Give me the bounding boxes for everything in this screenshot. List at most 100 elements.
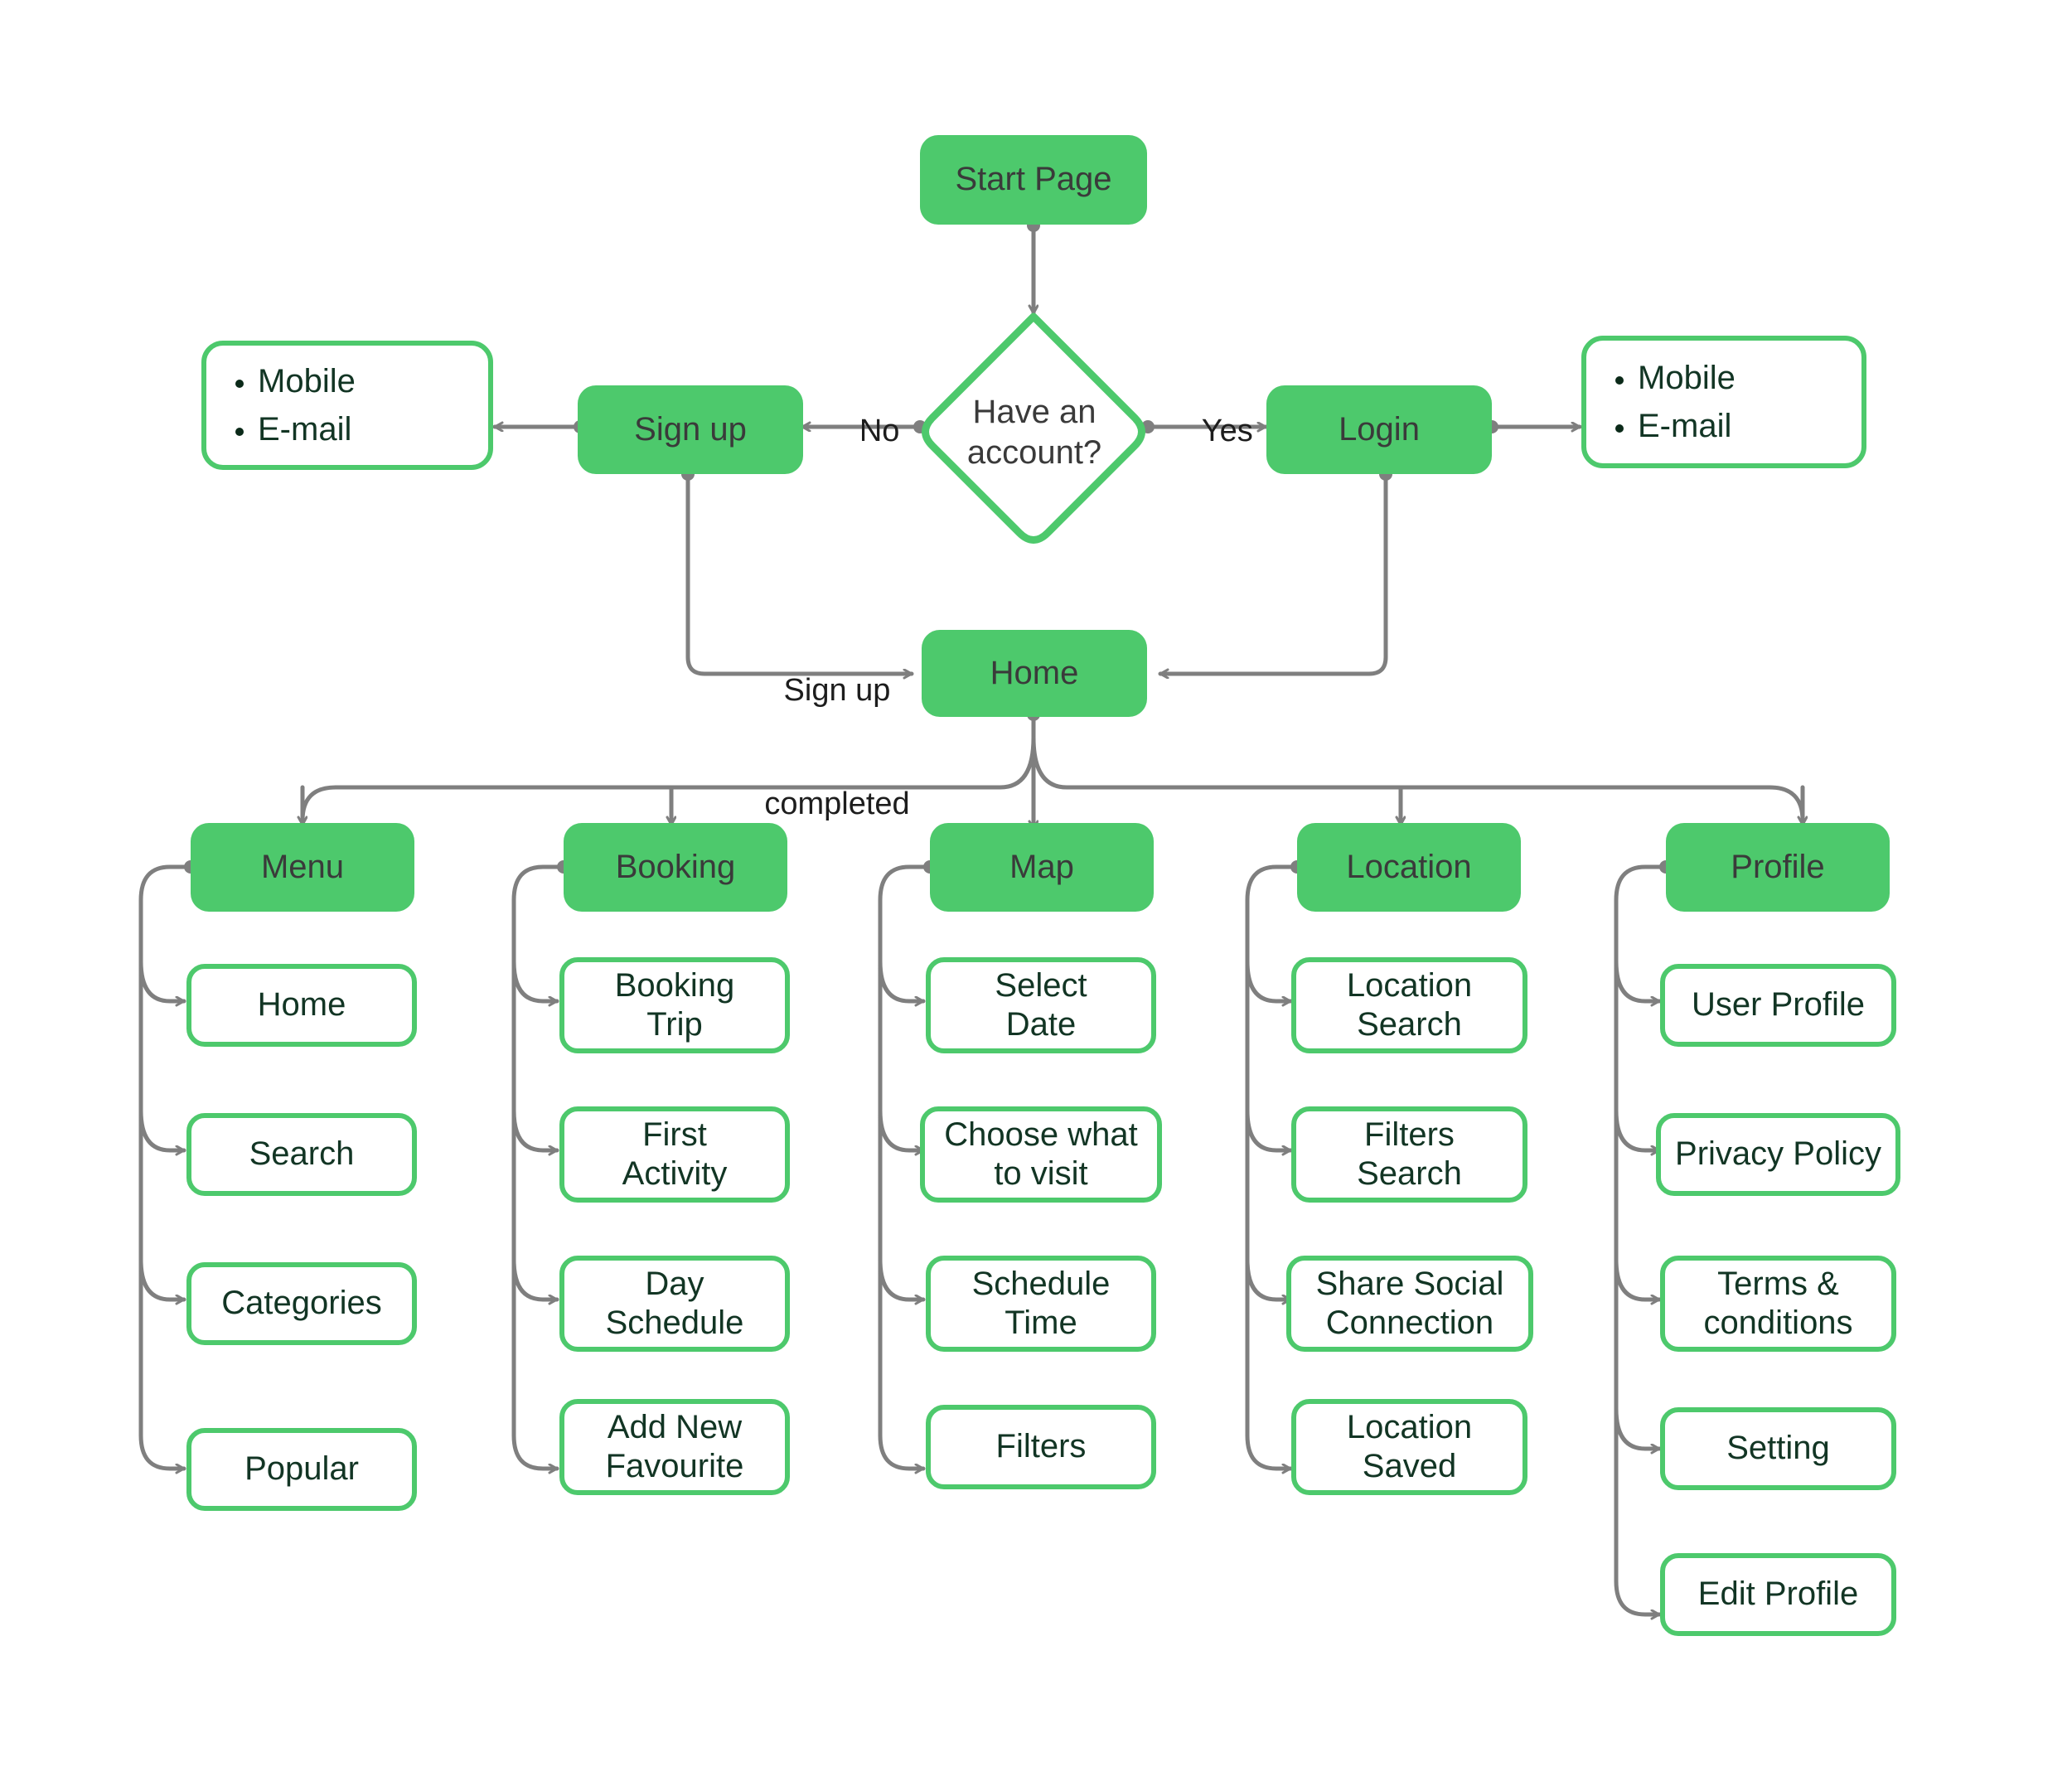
line1: Filters — [1364, 1116, 1455, 1153]
line1: Location — [1346, 1408, 1473, 1445]
node-map[interactable]: Map — [930, 823, 1154, 912]
line1: First — [642, 1116, 707, 1153]
node-first-activity[interactable]: First Activity — [559, 1106, 790, 1203]
list-item: E-mail — [1638, 402, 1861, 450]
edge-label-signup-completed-line1: Sign up — [783, 673, 891, 709]
line1: Add New — [607, 1408, 743, 1445]
node-share-social-connection[interactable]: Share Social Connection — [1286, 1256, 1533, 1352]
edge-label-yes: Yes — [1160, 375, 1260, 488]
node-decision-have-account[interactable]: Have an account? — [918, 317, 1150, 549]
node-filters-search[interactable]: Filters Search — [1291, 1106, 1527, 1203]
decision-label-line2: account? — [966, 434, 1102, 471]
line1: Day — [645, 1265, 704, 1302]
node-login[interactable]: Login — [1266, 385, 1492, 474]
node-sign-up-label: Sign up — [634, 410, 747, 448]
login-methods-box[interactable]: Mobile E-mail — [1581, 336, 1866, 468]
node-privacy-policy[interactable]: Privacy Policy — [1656, 1113, 1900, 1196]
edge-label-no: No — [816, 375, 908, 488]
node-filters-search-label: Filters Search — [1348, 1116, 1470, 1193]
node-map-filters[interactable]: Filters — [926, 1405, 1156, 1489]
edge-label-signup-completed: Sign up completed — [713, 597, 961, 899]
node-menu-categories-label: Categories — [221, 1285, 382, 1322]
line2: conditions — [1703, 1305, 1853, 1341]
node-profile-label: Profile — [1731, 848, 1825, 885]
node-choose-what-to-visit[interactable]: Choose what to visit — [920, 1106, 1162, 1203]
line2: Search — [1357, 1006, 1462, 1043]
node-sign-up[interactable]: Sign up — [578, 385, 803, 474]
node-first-activity-label: First Activity — [614, 1116, 736, 1193]
edge-label-no-text: No — [859, 413, 900, 448]
node-map-label: Map — [1009, 848, 1074, 885]
node-select-date-label: Select Date — [986, 966, 1095, 1044]
node-user-profile[interactable]: User Profile — [1660, 964, 1896, 1047]
node-booking-trip[interactable]: Booking Trip — [559, 957, 790, 1053]
line1: Share Social — [1315, 1265, 1504, 1302]
node-location[interactable]: Location — [1297, 823, 1521, 912]
node-schedule-time-label: Schedule Time — [964, 1265, 1119, 1343]
line2: Date — [1005, 1006, 1077, 1043]
edge-label-yes-text: Yes — [1201, 413, 1253, 448]
node-booking-label: Booking — [615, 848, 736, 885]
line2: to visit — [994, 1155, 1088, 1192]
line2: Connection — [1325, 1305, 1494, 1341]
list-item: E-mail — [258, 405, 488, 453]
node-home-label: Home — [990, 654, 1079, 691]
signup-methods-list: Mobile E-mail — [206, 357, 488, 453]
node-login-label: Login — [1339, 410, 1420, 448]
node-start-page[interactable]: Start Page — [920, 135, 1147, 225]
node-menu-search[interactable]: Search — [186, 1113, 417, 1196]
node-start-page-label: Start Page — [955, 161, 1112, 198]
line1: Booking — [614, 966, 735, 1004]
node-location-label: Location — [1346, 848, 1472, 885]
line2: Schedule — [605, 1305, 744, 1341]
line1: Select — [995, 966, 1087, 1004]
node-menu-search-label: Search — [249, 1135, 355, 1173]
line1: Choose what — [944, 1116, 1138, 1153]
signup-methods-box[interactable]: Mobile E-mail — [201, 341, 493, 470]
node-add-new-favourite[interactable]: Add New Favourite — [559, 1399, 790, 1495]
line1: Schedule — [971, 1265, 1111, 1302]
line2: Favourite — [605, 1448, 744, 1484]
node-menu-popular[interactable]: Popular — [186, 1428, 417, 1511]
decision-label-line1: Have an — [972, 394, 1097, 431]
node-day-schedule-label: Day Schedule — [598, 1265, 753, 1343]
node-map-filters-label: Filters — [995, 1428, 1087, 1465]
line2: Saved — [1362, 1448, 1457, 1484]
edge-label-signup-completed-line2: completed — [764, 786, 910, 821]
login-methods-list: Mobile E-mail — [1586, 354, 1861, 450]
node-edit-profile[interactable]: Edit Profile — [1660, 1553, 1896, 1636]
node-profile[interactable]: Profile — [1666, 823, 1890, 912]
node-menu-categories[interactable]: Categories — [186, 1262, 417, 1345]
node-location-saved[interactable]: Location Saved — [1291, 1399, 1527, 1495]
node-location-saved-label: Location Saved — [1339, 1408, 1480, 1486]
node-add-new-favourite-label: Add New Favourite — [598, 1408, 753, 1486]
line1: Terms & — [1717, 1265, 1839, 1302]
node-terms-conditions[interactable]: Terms & conditions — [1660, 1256, 1896, 1352]
node-privacy-policy-label: Privacy Policy — [1675, 1135, 1881, 1173]
node-select-date[interactable]: Select Date — [926, 957, 1156, 1053]
node-home[interactable]: Home — [922, 630, 1147, 717]
line2: Activity — [622, 1155, 728, 1192]
node-choose-what-to-visit-label: Choose what to visit — [936, 1116, 1145, 1193]
line1: Location — [1346, 966, 1473, 1004]
node-menu-home[interactable]: Home — [186, 964, 417, 1047]
node-booking[interactable]: Booking — [564, 823, 787, 912]
node-menu-home-label: Home — [257, 986, 346, 1024]
node-user-profile-label: User Profile — [1692, 986, 1865, 1024]
node-menu-label: Menu — [260, 848, 345, 885]
node-schedule-time[interactable]: Schedule Time — [926, 1256, 1156, 1352]
node-share-social-connection-label: Share Social Connection — [1308, 1265, 1513, 1343]
line2: Time — [1005, 1305, 1077, 1341]
node-location-search-label: Location Search — [1339, 966, 1480, 1044]
node-setting[interactable]: Setting — [1660, 1407, 1896, 1490]
node-day-schedule[interactable]: Day Schedule — [559, 1256, 790, 1352]
node-terms-conditions-label: Terms & conditions — [1695, 1265, 1861, 1343]
node-setting-label: Setting — [1726, 1430, 1830, 1467]
line2: Trip — [646, 1006, 703, 1043]
list-item: Mobile — [258, 357, 488, 405]
node-menu[interactable]: Menu — [191, 823, 414, 912]
node-edit-profile-label: Edit Profile — [1697, 1576, 1859, 1613]
node-location-search[interactable]: Location Search — [1291, 957, 1527, 1053]
